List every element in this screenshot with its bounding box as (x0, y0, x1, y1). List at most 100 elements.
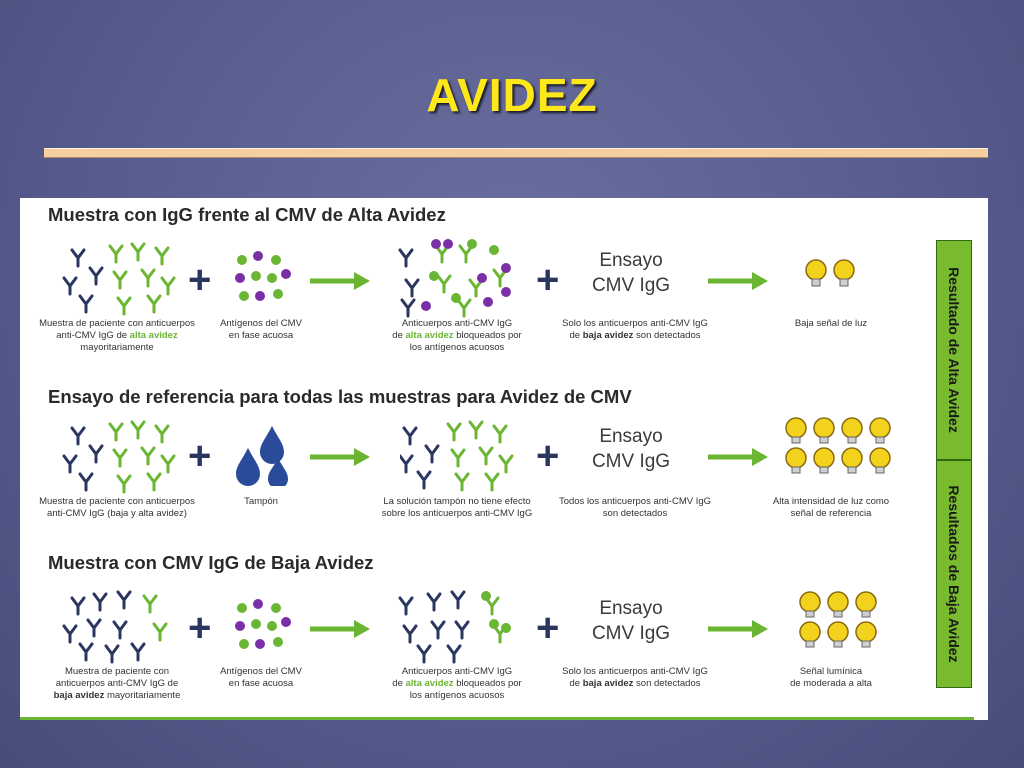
row1-caption-blocked-line2a: de (392, 330, 406, 341)
row3-caption-detected-line2b: son detectados (633, 678, 701, 689)
row2-sample-antibodies (62, 420, 176, 494)
row1-assay-line1: Ensayo (599, 250, 663, 271)
row1-caption-detected-bold: baja avidez (582, 330, 634, 341)
row1-caption-sample-line3: mayoritariamente (80, 342, 154, 353)
row3-assay-line1: Ensayo (599, 598, 663, 619)
row1-caption-antigens-line1: Antígenos del CMV (220, 318, 302, 329)
diagram-panel: Muestra con IgG frente al CMV de Alta Av… (20, 198, 988, 720)
row2-plus-1: + (188, 434, 212, 478)
row1-blocked-antibodies (398, 239, 511, 318)
row2-caption-unaffected-line2: sobre los anticuerpos anti-CMV IgG (381, 508, 533, 519)
side-label-high-text: Resultado de Alta Avidez (946, 267, 962, 433)
row1-plus-2: + (536, 258, 560, 302)
row3-sample-antibodies (62, 590, 168, 664)
row1-caption-antigens-line2: en fase acuosa (228, 330, 294, 341)
row2-caption-buffer-line1: Tampón (244, 496, 278, 507)
row1-caption-blocked-highlight: alta avidez (405, 330, 454, 341)
row1-arrow-1 (310, 272, 370, 290)
side-label-low-avidity: Resultados de Baja Avidez (936, 460, 972, 688)
row3-plus-2: + (536, 606, 560, 650)
row3-caption-antigens-line1: Antígenos del CMV (220, 666, 302, 677)
row2-unaffected-antibodies (400, 420, 514, 492)
row1-caption-antigens: Antígenos del CMV en fase acuosa (166, 318, 356, 342)
row3-caption-blocked-line2b: bloqueados por (453, 678, 522, 689)
row3-assay-line2: CMV IgG (591, 623, 671, 644)
row3-assay-label: Ensayo CMV IgG (576, 596, 686, 646)
row1-lightbulbs (805, 259, 855, 287)
lightbulb-icon (833, 259, 855, 287)
row3-caption-sample-bold: baja avidez (53, 690, 105, 701)
row1-caption-result-line1: Baja señal de luz (794, 318, 868, 329)
row1-caption-blocked-line2b: bloqueados por (453, 330, 522, 341)
row2-caption-unaffected: La solución tampón no tiene efecto sobre… (362, 496, 552, 520)
title-divider (44, 148, 988, 158)
row3-heading: Muestra con CMV IgG de Baja Avidez (48, 552, 374, 573)
row3-caption-sample: Muestra de paciente con anticuerpos anti… (22, 666, 212, 702)
side-label-high-avidity: Resultado de Alta Avidez (936, 240, 972, 460)
row3-caption-antigens: Antígenos del CMV en fase acuosa (166, 666, 356, 690)
row1-plus-1: + (188, 258, 212, 302)
row3-caption-blocked: Anticuerpos anti-CMV IgG de alta avidez … (362, 666, 552, 702)
row1-caption-blocked: Anticuerpos anti-CMV IgG de alta avidez … (362, 318, 552, 354)
row1-caption-result: Baja señal de luz (736, 318, 926, 330)
row3-arrow-1 (310, 620, 370, 638)
row3-caption-detected-bold: baja avidez (582, 678, 634, 689)
row2-caption-result-line2: señal de referencia (790, 508, 872, 519)
row1-sample-antibodies (62, 242, 176, 316)
row3-caption-sample-line3: mayoritariamente (104, 690, 181, 701)
row1-antigens (235, 251, 291, 301)
row3-caption-result-line1: Señal lumínica (799, 666, 863, 677)
row3-lightbulbs (799, 591, 877, 648)
row2-caption-detected-line1: Todos los anticuerpos anti-CMV IgG (558, 496, 712, 507)
row3-arrow-2 (708, 620, 768, 638)
row1-assay-label: Ensayo CMV IgG (576, 248, 686, 298)
row2-arrow-2 (708, 448, 768, 466)
row2-caption-buffer: Tampón (166, 496, 356, 508)
row2-plus-2: + (536, 434, 560, 478)
row2-caption-result: Alta intensidad de luz como señal de ref… (736, 496, 926, 520)
row2-caption-detected-line2: son detectados (602, 508, 668, 519)
row1-caption-detected: Solo los anticuerpos anti-CMV IgG de baj… (540, 318, 730, 342)
row2-buffer-drops-icon (236, 426, 288, 486)
row1-assay-line2: CMV IgG (591, 275, 671, 296)
row3-caption-sample-line2: anticuerpos anti-CMV IgG de (55, 678, 179, 689)
row3-caption-result: Señal lumínica de moderada a alta (736, 666, 926, 690)
row1-caption-sample-line2a: anti-CMV IgG de (56, 330, 130, 341)
row2-caption-sample: Muestra de paciente con anticuerpos anti… (22, 496, 212, 520)
row2-arrow-1 (310, 448, 370, 466)
row3-caption-result-line2: de moderada a alta (790, 678, 872, 689)
row1-caption-blocked-line1: Anticuerpos anti-CMV IgG (401, 318, 513, 329)
row2-heading: Ensayo de referencia para todas las mues… (48, 386, 632, 407)
row2-caption-sample-line1: Muestra de paciente con anticuerpos (39, 496, 195, 507)
row3-caption-blocked-line1: Anticuerpos anti-CMV IgG (401, 666, 513, 677)
row3-caption-sample-line1: Muestra de paciente con (64, 666, 170, 677)
row1-caption-sample: Muestra de paciente con anticuerpos anti… (22, 318, 212, 354)
row3-caption-antigens-line2: en fase acuosa (228, 678, 294, 689)
row2-assay-line2: CMV IgG (591, 451, 671, 472)
panel-bottom-rule (20, 717, 974, 720)
lightbulb-icon (805, 259, 827, 287)
row1-caption-sample-highlight: alta avidez (129, 330, 178, 341)
side-label-low-text: Resultados de Baja Avidez (946, 485, 962, 663)
row3-caption-blocked-line2a: de (392, 678, 406, 689)
row1-arrow-2 (708, 272, 768, 290)
row1-caption-detected-line2b: son detectados (633, 330, 701, 341)
row1-caption-detected-line1: Solo los anticuerpos anti-CMV IgG (562, 318, 708, 329)
row3-caption-detected-line2a: de (569, 678, 583, 689)
row3-caption-blocked-line3: los antígenos acuosos (409, 690, 505, 701)
row3-caption-detected: Solo los anticuerpos anti-CMV IgG de baj… (540, 666, 730, 690)
row1-heading: Muestra con IgG frente al CMV de Alta Av… (48, 204, 446, 225)
row3-blocked-antibodies (398, 590, 511, 664)
row2-caption-unaffected-line1: La solución tampón no tiene efecto (383, 496, 531, 507)
row1-caption-sample-line1: Muestra de paciente con anticuerpos (39, 318, 195, 329)
row3-antigens (235, 599, 291, 649)
row1-caption-detected-line2a: de (569, 330, 583, 341)
row2-caption-sample-line2: anti-CMV IgG (baja y alta avidez) (47, 508, 187, 519)
row2-assay-line1: Ensayo (599, 426, 663, 447)
row3-caption-blocked-highlight: alta avidez (405, 678, 454, 689)
row2-assay-label: Ensayo CMV IgG (576, 424, 686, 474)
row2-caption-detected: Todos los anticuerpos anti-CMV IgG son d… (540, 496, 730, 520)
row2-lightbulbs (785, 417, 891, 474)
slide-title: AVIDEZ (426, 69, 598, 121)
row3-plus-1: + (188, 606, 212, 650)
